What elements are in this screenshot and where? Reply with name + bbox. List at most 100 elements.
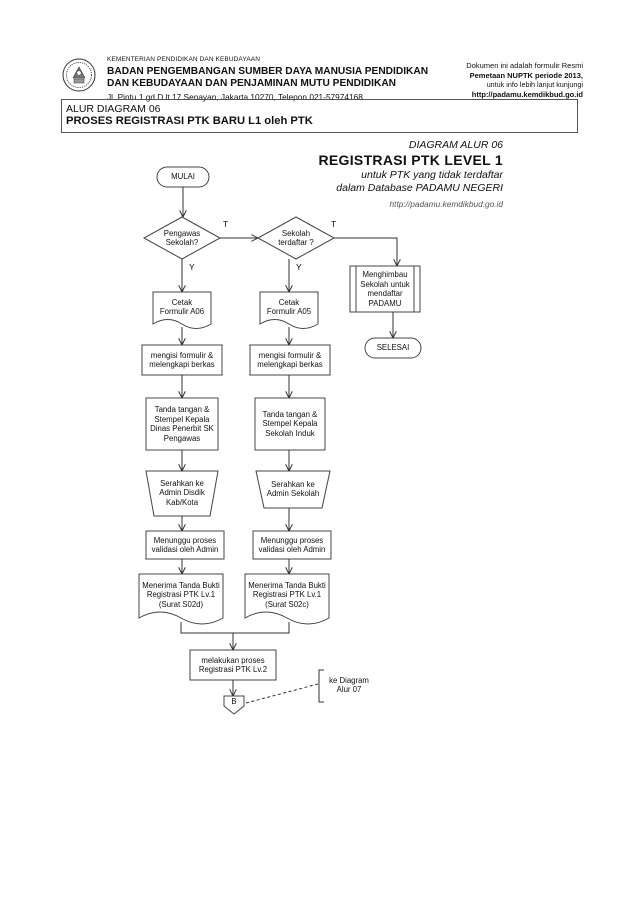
start-text: MULAI bbox=[171, 172, 195, 182]
no-label-decision2: T bbox=[331, 219, 337, 229]
document-note-line1: Dokumen ini adalah formulir Resmi bbox=[466, 61, 583, 70]
fill-right-line1: mengisi formulir & bbox=[258, 350, 322, 360]
diagram-number: ALUR DIAGRAM 06 bbox=[66, 103, 161, 115]
document-a05 bbox=[259, 291, 319, 329]
receive-left-line1: Menerima Tanda Bukti bbox=[142, 580, 220, 590]
diagram-subtitle-line2: dalam Database PADAMU NEGERI bbox=[336, 182, 503, 194]
print-a05-line1: Cetak bbox=[278, 297, 300, 307]
annotation-line2: Alur 07 bbox=[336, 685, 362, 694]
print-a06-line2: Formulir A06 bbox=[159, 307, 205, 316]
fill-left-line2: melengkapi berkas bbox=[149, 360, 215, 369]
connector-b bbox=[223, 695, 245, 715]
wait-right-line2: validasi oleh Admin bbox=[258, 545, 326, 554]
diagram-title-box: ALUR DIAGRAM 06 PROSES REGISTRASI PTK BA… bbox=[61, 99, 578, 133]
fill-right-label: mengisi formulir &melengkapi berkas bbox=[250, 345, 330, 375]
receive-left-line3: (Surat S02d) bbox=[158, 599, 204, 609]
process-title: PROSES REGISTRASI PTK BARU L1 oleh PTK bbox=[66, 115, 313, 127]
merge-line2: Registrasi PTK Lv.2 bbox=[198, 665, 268, 674]
submit-left-line2: Admin Disdik bbox=[159, 488, 205, 498]
diagram-url[interactable]: http://padamu.kemdikbud.go.id bbox=[389, 199, 503, 209]
merge-box bbox=[189, 649, 277, 681]
document-note-url[interactable]: http://padamu.kemdikbud.go.id bbox=[471, 89, 583, 99]
fill-box-left bbox=[141, 344, 223, 376]
wait-box-right bbox=[252, 530, 332, 560]
sign-right-line2: Stempel Kepala bbox=[262, 419, 318, 429]
sign-right-line3: Sekolah Induk bbox=[265, 428, 315, 438]
wait-left-line1: Menunggu proses bbox=[153, 535, 217, 545]
decision-sekolah-terdaftar bbox=[256, 216, 336, 260]
diagram-label: DIAGRAM ALUR 06 bbox=[408, 139, 503, 151]
fill-left-label: mengisi formulir &melengkapi berkas bbox=[142, 345, 222, 375]
appeal-line2: Sekolah untuk bbox=[360, 279, 410, 289]
annotation-line1: ke Diagram bbox=[329, 675, 369, 685]
letterhead: KEMENTERIAN PENDIDIKAN DAN KEBUDAYAAN BA… bbox=[107, 56, 457, 102]
submit-left-line3: Kab/Kota bbox=[165, 497, 199, 507]
receive-left-line2: Registrasi PTK Lv.1 bbox=[146, 590, 216, 600]
ministry-name: KEMENTERIAN PENDIDIKAN DAN KEBUDAYAAN bbox=[107, 56, 260, 63]
print-a06-line1: Cetak bbox=[171, 297, 193, 307]
submit-left-line1: Serahkan ke bbox=[160, 478, 204, 488]
yes-label-decision2: Y bbox=[296, 262, 302, 272]
wait-right-line1: Menunggu proses bbox=[260, 535, 324, 545]
print-a05-line2: Formulir A05 bbox=[266, 307, 312, 316]
end-label: SELESAI bbox=[365, 338, 421, 358]
fill-box-right bbox=[249, 344, 331, 376]
diagram-heading: REGISTRASI PTK LEVEL 1 bbox=[318, 152, 503, 168]
agency-name-line2: DAN KEBUDAYAAN DAN PENJAMINAN MUTU PENDI… bbox=[107, 78, 397, 89]
yes-label-decision1: Y bbox=[189, 262, 195, 272]
connector-b-label: B bbox=[224, 696, 244, 708]
fill-left-line1: mengisi formulir & bbox=[150, 350, 214, 360]
document-a06 bbox=[152, 291, 212, 329]
sign-right-line1: Tanda tangan & bbox=[262, 409, 318, 419]
submit-right-line1: Serahkan ke bbox=[271, 479, 315, 489]
receive-right-line2: Registrasi PTK Lv.1 bbox=[252, 590, 322, 600]
submit-right bbox=[255, 470, 331, 509]
end-text: SELESAI bbox=[376, 343, 410, 353]
diagram-subtitle-line1: untuk PTK yang tidak terdaftar bbox=[361, 169, 503, 181]
sign-left-line4: Pengawas bbox=[163, 433, 201, 443]
no-label-decision1: T bbox=[223, 219, 229, 229]
connector-b-text: B bbox=[231, 697, 237, 707]
submit-right-line2: Admin Sekolah bbox=[266, 489, 320, 498]
decision2-line1: Sekolah bbox=[281, 228, 311, 238]
document-note-line2: Pemetaan NUPTK periode 2013, bbox=[469, 70, 583, 80]
sign-left-line1: Tanda tangan & bbox=[154, 405, 210, 414]
wait-left-line2: validasi oleh Admin bbox=[151, 545, 219, 554]
agency-name-line1: BADAN PENGEMBANGAN SUMBER DAYA MANUSIA P… bbox=[107, 66, 429, 77]
appeal-line3: mendaftar bbox=[367, 289, 403, 298]
decision1-line1: Pengawas bbox=[163, 228, 201, 238]
appeal-line4: PADAMU bbox=[368, 298, 402, 308]
agency-address: Jl. Pintu 1 gd.D lt.17 Senayan, Jakarta … bbox=[107, 92, 363, 102]
receive-doc-left bbox=[138, 573, 224, 625]
document-note: Dokumen ini adalah formulir Resmi Pemeta… bbox=[433, 61, 583, 99]
sign-box-right bbox=[254, 397, 326, 451]
submit-left bbox=[145, 470, 219, 517]
receive-right-line3: (Surat S02c) bbox=[265, 599, 309, 609]
fill-right-line2: melengkapi berkas bbox=[257, 360, 323, 369]
receive-right-line1: Menerima Tanda Bukti bbox=[248, 580, 326, 590]
end-terminator bbox=[364, 337, 422, 359]
sign-left-line2: Stempel Kepala bbox=[154, 414, 210, 424]
decision2-line2: terdaftar ? bbox=[278, 238, 314, 247]
document-note-line3: untuk info lebih lanjut kunjungi bbox=[486, 80, 583, 89]
appeal-box bbox=[349, 265, 421, 313]
merge-line1: melakukan proses bbox=[201, 655, 265, 665]
decision1-line2: Sekolah? bbox=[165, 238, 199, 247]
receive-doc-right bbox=[244, 573, 330, 625]
sign-left-line3: Dinas Penerbit SK bbox=[150, 424, 214, 433]
